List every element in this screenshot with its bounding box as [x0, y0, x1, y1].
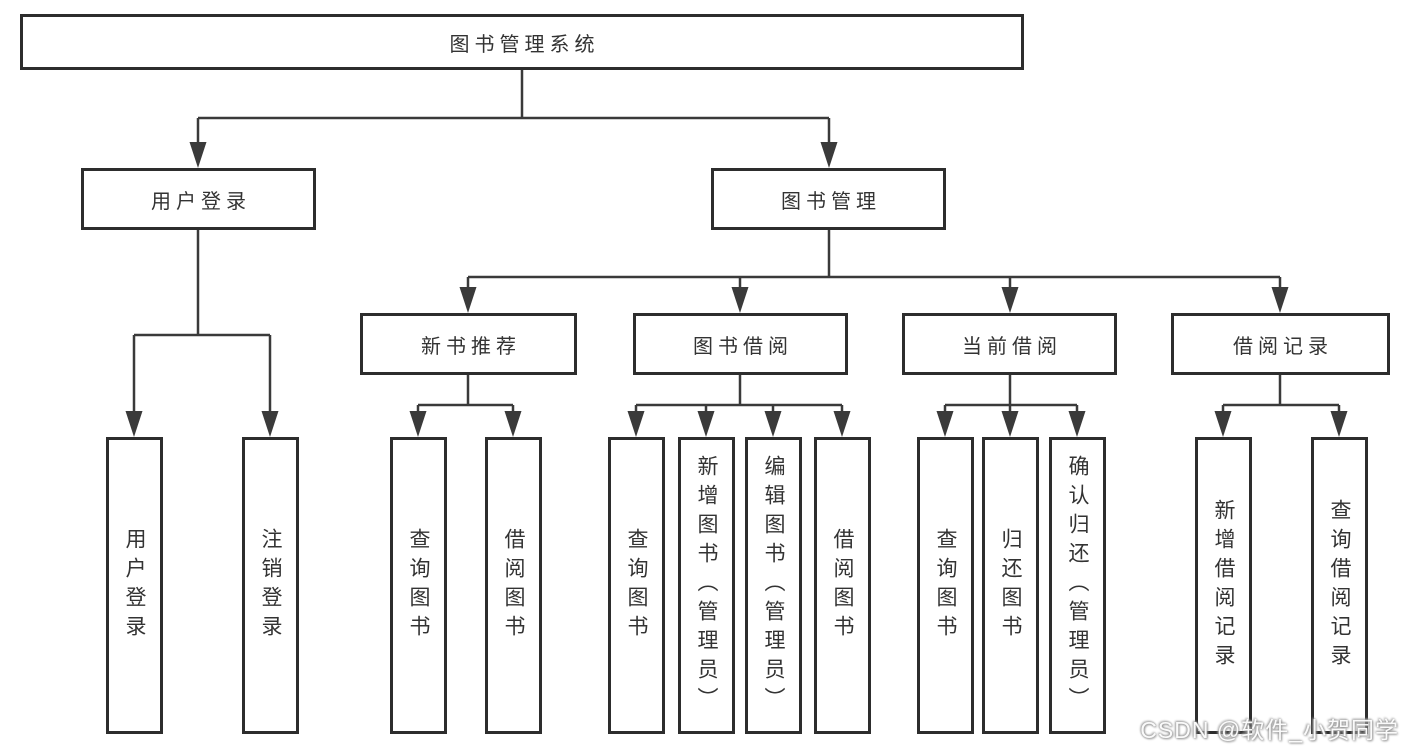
- leaf-user-login: 用户登录: [106, 437, 163, 734]
- leaf-return-books: 归还图书: [982, 437, 1039, 734]
- node-new-book-recommend: 新书推荐: [360, 313, 577, 375]
- node-user-login: 用户登录: [81, 168, 316, 230]
- node-current-borrowing: 当前借阅: [902, 313, 1117, 375]
- node-library-system: 图书管理系统: [20, 14, 1024, 70]
- leaf-borrow-books-1: 借阅图书: [485, 437, 542, 734]
- leaf-add-borrow-record: 新增借阅记录: [1195, 437, 1252, 734]
- leaf-confirm-return-admin: 确认归还（管理员）: [1049, 437, 1106, 734]
- leaf-edit-books-admin: 编辑图书（管理员）: [745, 437, 802, 734]
- node-book-management: 图书管理: [711, 168, 946, 230]
- leaf-add-books-admin: 新增图书（管理员）: [678, 437, 735, 734]
- leaf-query-books-1: 查询图书: [390, 437, 447, 734]
- leaf-logout: 注销登录: [242, 437, 299, 734]
- leaf-query-borrow-record: 查询借阅记录: [1311, 437, 1368, 734]
- arrowhead-icons: [125, 142, 1348, 437]
- node-book-borrowing: 图书借阅: [633, 313, 848, 375]
- leaf-query-books-2: 查询图书: [608, 437, 665, 734]
- leaf-query-books-3: 查询图书: [917, 437, 974, 734]
- csdn-watermark: CSDN @软件_小贺同学: [1140, 717, 1399, 743]
- node-borrowing-records: 借阅记录: [1171, 313, 1390, 375]
- leaf-borrow-books-2: 借阅图书: [814, 437, 871, 734]
